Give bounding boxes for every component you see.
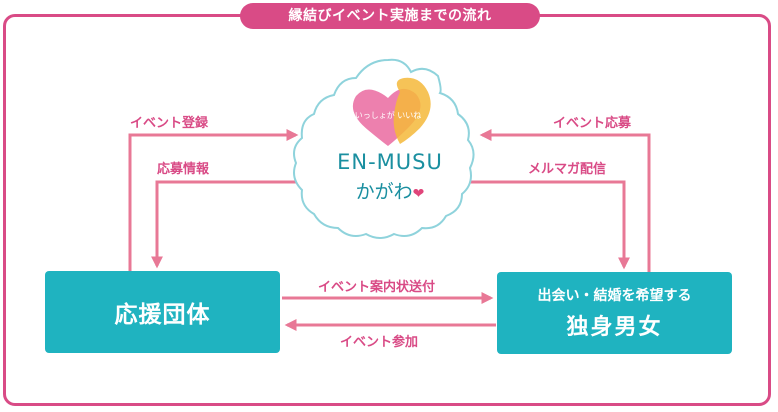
logo-name: EN-MUSU xyxy=(337,150,443,174)
singles-sublabel: 出会い・結婚を希望する xyxy=(537,288,692,304)
logo-heart-icon: いっしょが いいね xyxy=(352,77,431,146)
support-group-box: 応援団体 xyxy=(45,271,280,353)
label-event-register: イベント登録 xyxy=(130,116,209,131)
support-group-label: 応援団体 xyxy=(114,302,211,328)
arrow-mailmag xyxy=(462,180,630,270)
logo-badge xyxy=(293,58,475,239)
label-invite: イベント案内状送付 xyxy=(318,280,436,295)
diagram-title: 縁結びイベント実施までの流れ xyxy=(240,3,540,29)
svg-text:いっしょが いいね: いっしょが いいね xyxy=(355,110,422,120)
label-participate: イベント参加 xyxy=(340,335,419,350)
label-event-apply: イベント応募 xyxy=(553,116,632,131)
logo-name-kana-text: かがわ xyxy=(355,181,413,203)
label-mailmag: メルマガ配信 xyxy=(528,162,607,177)
singles-box: 出会い・結婚を希望する 独身男女 xyxy=(497,272,732,354)
heart-icon: ❤ xyxy=(412,186,425,202)
singles-label: 独身男女 xyxy=(566,315,663,340)
arrow-event-register xyxy=(128,129,299,271)
logo-name-kana: かがわ❤ xyxy=(325,177,455,204)
label-support-info: 応募情報 xyxy=(157,162,210,177)
arrow-support-info xyxy=(151,180,314,269)
arrow-event-apply xyxy=(479,129,651,272)
